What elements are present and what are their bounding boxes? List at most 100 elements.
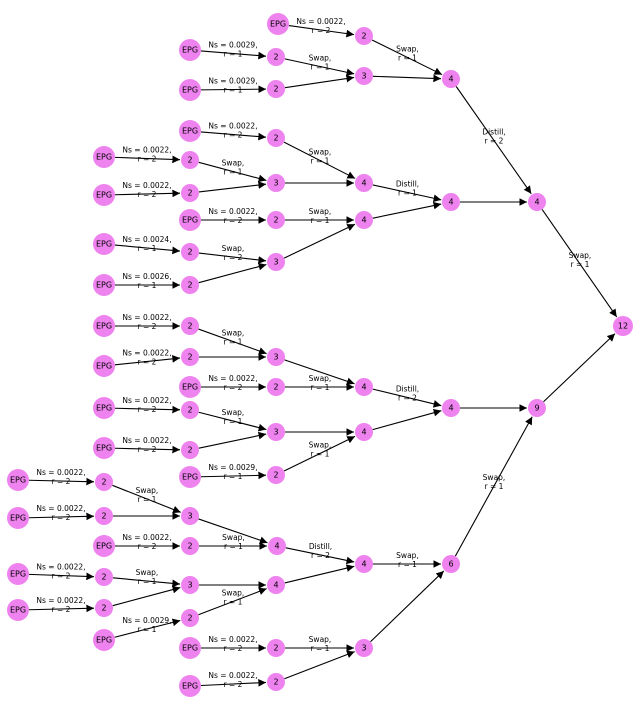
edge-a9-to-b3 bbox=[198, 262, 267, 284]
node-label: 2 bbox=[273, 134, 278, 143]
edge-label: Ns = 0.0022,r = 2 bbox=[122, 533, 171, 551]
node-circle bbox=[93, 274, 115, 296]
node-label: EPG bbox=[96, 404, 112, 413]
node-circle bbox=[267, 348, 285, 366]
node-label: EPG bbox=[96, 444, 112, 453]
link-node: 2 bbox=[181, 243, 199, 261]
edge-f1-to-root bbox=[541, 209, 618, 318]
link-node: 2 bbox=[267, 129, 285, 147]
edge-a6-to-b2 bbox=[198, 181, 267, 193]
edge-label: Ns = 0.0022,r = 2 bbox=[122, 146, 171, 164]
edge-e16-to-a16 bbox=[28, 477, 95, 486]
node-circle bbox=[95, 473, 113, 491]
node-label: EPG bbox=[96, 191, 112, 200]
edge-e1-to-a1 bbox=[288, 24, 355, 38]
epg-node: EPG bbox=[93, 535, 115, 557]
link-node: 3 bbox=[181, 507, 199, 525]
edge-label: Distill,r = 1 bbox=[396, 180, 419, 198]
edge-label: Swap,r = 1 bbox=[222, 533, 245, 551]
link-node: 2 bbox=[95, 568, 113, 586]
node-label: 9 bbox=[534, 404, 539, 413]
edge-label: Ns = 0.0022,r = 2 bbox=[208, 671, 257, 689]
edge-label: Distill,r = 2 bbox=[396, 385, 419, 403]
link-node: 2 bbox=[267, 673, 285, 691]
edge-label: Ns = 0.0022,r = 2 bbox=[122, 313, 171, 331]
edge-a20-to-b7 bbox=[112, 585, 181, 607]
node-circle bbox=[267, 253, 285, 271]
node-label: 4 bbox=[361, 560, 366, 569]
link-node: 4 bbox=[355, 555, 373, 573]
node-label: 2 bbox=[187, 542, 192, 551]
edge-label: Swap,r = 1 bbox=[396, 45, 419, 63]
node-circle bbox=[355, 555, 373, 573]
edge-a16-to-b6 bbox=[112, 484, 181, 514]
node-label: 2 bbox=[273, 53, 278, 62]
node-label: 4 bbox=[361, 216, 366, 225]
edge-a1-to-c1 bbox=[371, 39, 443, 76]
edge-label: Ns = 0.0022,r = 2 bbox=[208, 122, 257, 140]
node-circle bbox=[181, 401, 199, 419]
epg-node: EPG bbox=[7, 563, 29, 585]
epg-node: EPG bbox=[93, 437, 115, 459]
link-node: 2 bbox=[267, 211, 285, 229]
link-node: 2 bbox=[181, 609, 199, 627]
epg-node: EPG bbox=[93, 629, 115, 651]
edge-e15-to-a15 bbox=[200, 471, 267, 480]
edge-label: Swap,r = 1 bbox=[309, 374, 332, 392]
edge-a13-to-b5 bbox=[198, 411, 267, 432]
node-circle bbox=[442, 70, 460, 88]
node-label: 4 bbox=[273, 581, 278, 590]
node-circle bbox=[179, 466, 201, 488]
edge-e8-to-a8 bbox=[114, 244, 181, 255]
edge-a8-to-b3 bbox=[198, 252, 267, 264]
edge-e11-to-a11 bbox=[114, 355, 181, 366]
node-label: 4 bbox=[361, 383, 366, 392]
edge-e23-to-a23 bbox=[200, 678, 267, 687]
edge-b6-to-c6 bbox=[198, 518, 268, 544]
node-label: EPG bbox=[182, 216, 198, 225]
node-label: 2 bbox=[187, 446, 192, 455]
node-circle bbox=[267, 174, 285, 192]
epg-node: EPG bbox=[179, 637, 201, 659]
edge-e6-to-a6 bbox=[114, 189, 181, 198]
edge-label: Ns = 0.0029,r = 1 bbox=[122, 616, 171, 634]
node-circle bbox=[93, 397, 115, 419]
node-circle bbox=[442, 399, 460, 417]
node-label: 3 bbox=[361, 72, 366, 81]
edge-label: Swap,r = 1 bbox=[309, 635, 332, 653]
node-circle bbox=[267, 576, 285, 594]
epg-node: EPG bbox=[179, 209, 201, 231]
node-label: 2 bbox=[273, 644, 278, 653]
link-node: 2 bbox=[95, 473, 113, 491]
node-circle bbox=[179, 209, 201, 231]
node-circle bbox=[355, 423, 373, 441]
edge-a10-to-b4 bbox=[198, 328, 267, 355]
node-label: 2 bbox=[187, 614, 192, 623]
edge-label: Ns = 0.0022,r = 2 bbox=[36, 468, 85, 486]
node-circle bbox=[267, 378, 285, 396]
edge-label: Swap,r = 1 bbox=[483, 473, 506, 491]
edge-label: Swap,r = 1 bbox=[309, 441, 332, 459]
node-label: 2 bbox=[101, 573, 106, 582]
link-node: 6 bbox=[442, 555, 460, 573]
edge-g1-to-g2 bbox=[454, 416, 533, 557]
node-circle bbox=[179, 376, 201, 398]
link-node: 3 bbox=[181, 576, 199, 594]
edge-b8-to-g1 bbox=[370, 570, 445, 643]
node-label: 12 bbox=[618, 322, 628, 331]
edge-e2-to-a2 bbox=[200, 50, 267, 60]
edge-label: Swap,r = 1 bbox=[136, 486, 159, 504]
epg-node: EPG bbox=[93, 233, 115, 255]
node-label: 3 bbox=[273, 428, 278, 437]
node-label: 4 bbox=[448, 404, 453, 413]
edge-label: Swap,r = 2 bbox=[222, 244, 245, 262]
node-label: EPG bbox=[96, 362, 112, 371]
node-label: 2 bbox=[273, 678, 278, 687]
edge-label: Ns = 0.0022,r = 2 bbox=[208, 635, 257, 653]
edge-c2-to-d1 bbox=[372, 184, 442, 202]
node-circle bbox=[95, 599, 113, 617]
link-node: 2 bbox=[181, 151, 199, 169]
edge-label: Ns = 0.0022,r = 2 bbox=[122, 349, 171, 367]
link-node: 3 bbox=[267, 423, 285, 441]
node-circle bbox=[528, 193, 546, 211]
